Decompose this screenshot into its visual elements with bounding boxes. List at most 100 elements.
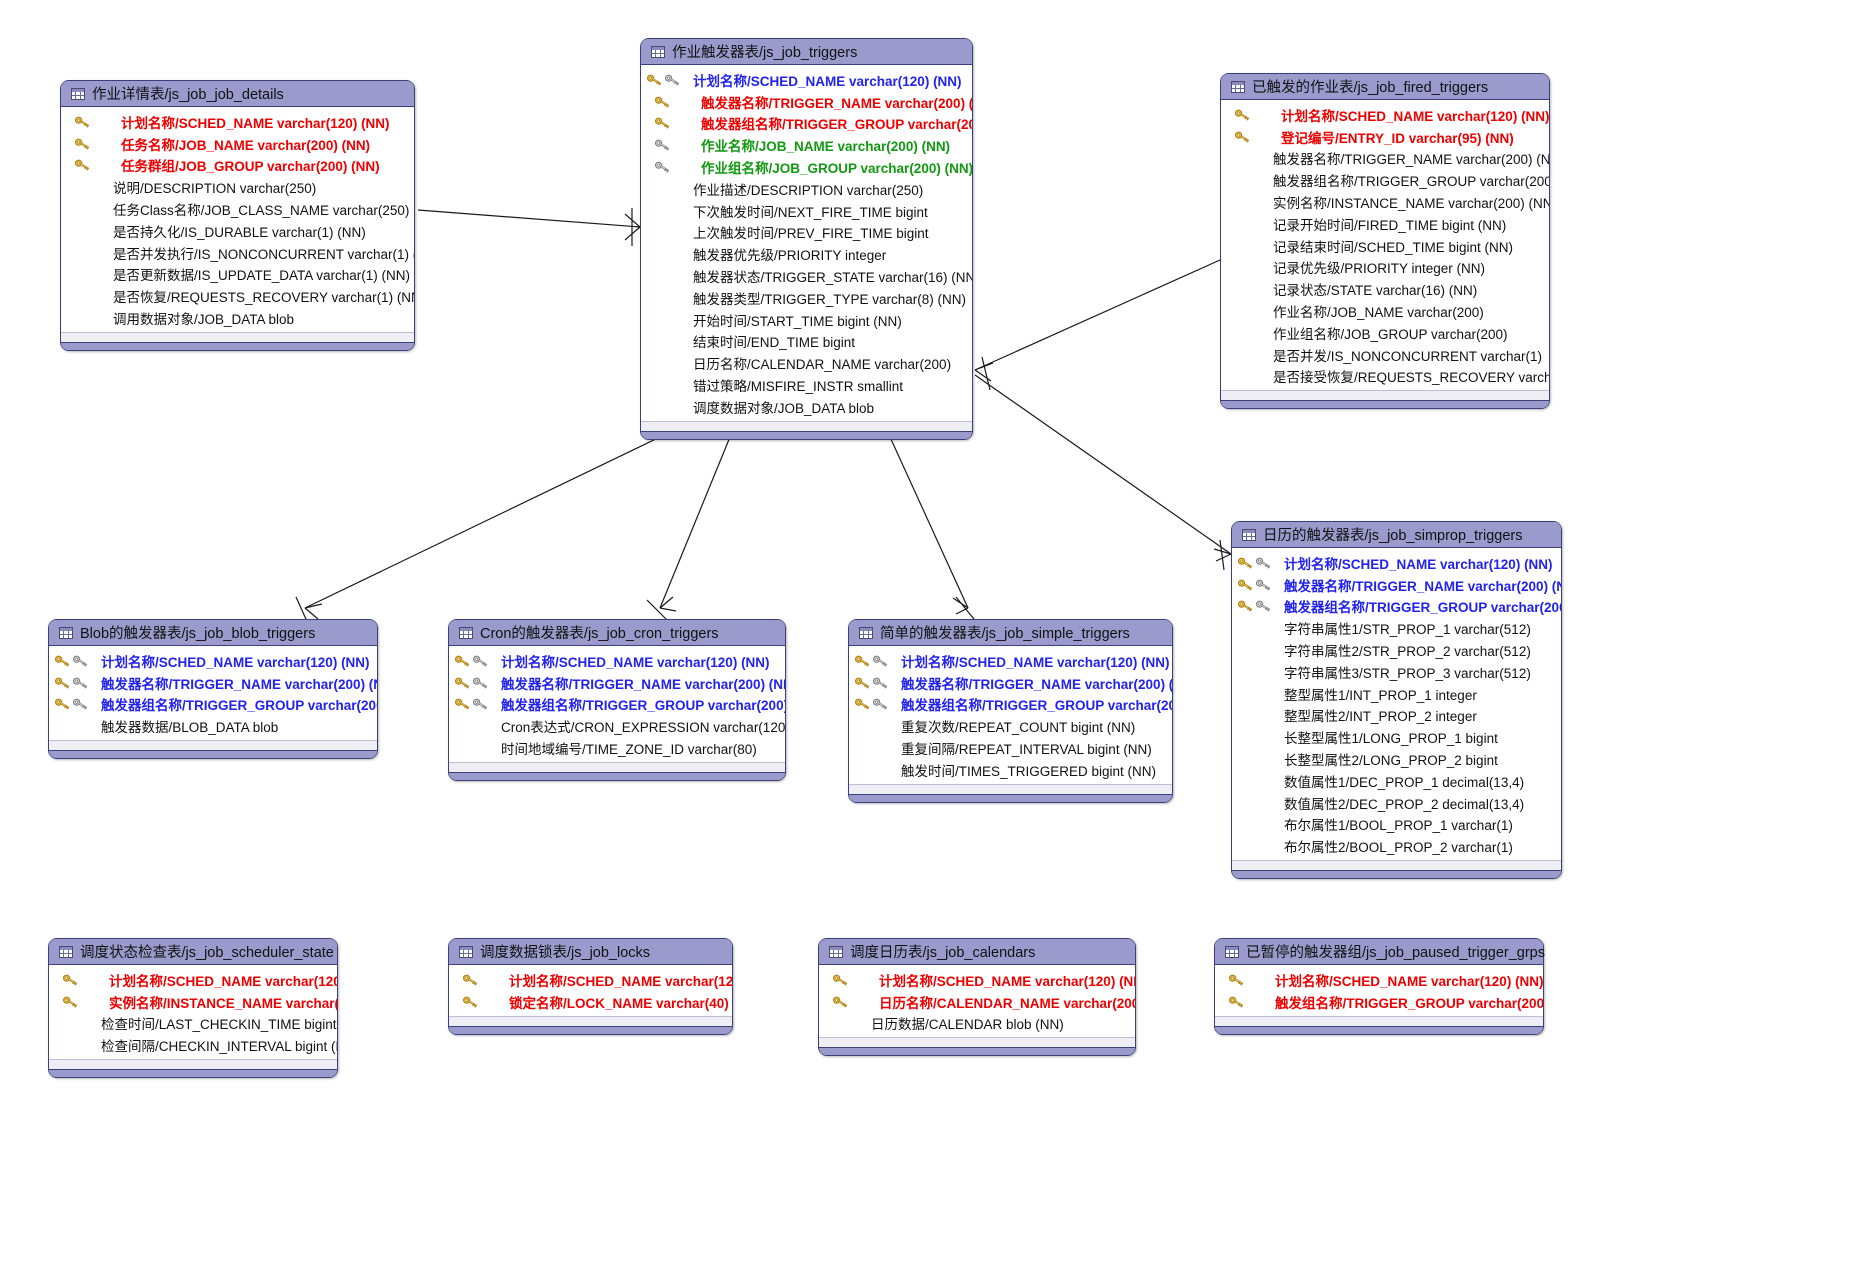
field-row[interactable]: 数值属性1/DEC_PROP_1 decimal(13,4)	[1232, 770, 1561, 792]
field-row[interactable]: 计划名称/SCHED_NAME varchar(120) (NN)	[61, 111, 414, 133]
field-row[interactable]: Cron表达式/CRON_EXPRESSION varchar(120) (NN…	[449, 715, 785, 737]
entity-header-job_triggers[interactable]: 作业触发器表/js_job_triggers	[641, 39, 972, 65]
field-row[interactable]: 计划名称/SCHED_NAME varchar(120) (NN)	[849, 650, 1172, 672]
field-row[interactable]: 计划名称/SCHED_NAME varchar(120) (NN)	[819, 969, 1135, 991]
entity-header-job_calendars[interactable]: 调度日历表/js_job_calendars	[819, 939, 1135, 965]
entity-job_paused_trigger_grps[interactable]: 已暂停的触发器组/js_job_paused_trigger_grps 计划名称…	[1214, 938, 1545, 1035]
field-row[interactable]: 长整型属性1/LONG_PROP_1 bigint	[1232, 726, 1561, 748]
entity-header-job_scheduler_state[interactable]: 调度状态检查表/js_job_scheduler_state	[49, 939, 337, 965]
field-row[interactable]: 是否并发执行/IS_NONCONCURRENT varchar(1) (NN)	[61, 242, 414, 264]
field-row[interactable]: 调度数据对象/JOB_DATA blob	[641, 396, 972, 418]
field-row[interactable]: 作业描述/DESCRIPTION varchar(250)	[641, 178, 972, 200]
field-row[interactable]: 重复次数/REPEAT_COUNT bigint (NN)	[849, 715, 1172, 737]
field-row[interactable]: 作业组名称/JOB_GROUP varchar(200) (NN)	[641, 156, 972, 178]
entity-header-job_paused_trigger_grps[interactable]: 已暂停的触发器组/js_job_paused_trigger_grps	[1215, 939, 1545, 965]
field-row[interactable]: 下次触发时间/NEXT_FIRE_TIME bigint	[641, 200, 972, 222]
field-row[interactable]: 触发器组名称/TRIGGER_GROUP varchar(200) (NN)	[49, 694, 377, 716]
entity-header-job_simprop_triggers[interactable]: 日历的触发器表/js_job_simprop_triggers	[1232, 522, 1561, 548]
field-row[interactable]: 触发组名称/TRIGGER_GROUP varchar(200) (NN)	[1215, 991, 1543, 1013]
entity-job_simprop_triggers[interactable]: 日历的触发器表/js_job_simprop_triggers 计划名称/SCH…	[1231, 521, 1562, 880]
field-row[interactable]: 作业名称/JOB_NAME varchar(200) (NN)	[641, 134, 972, 156]
entity-header-job_fired_triggers[interactable]: 已触发的作业表/js_job_fired_triggers	[1221, 74, 1549, 100]
field-row[interactable]: 触发时间/TIMES_TRIGGERED bigint (NN)	[849, 759, 1172, 781]
field-row[interactable]: 是否恢复/REQUESTS_RECOVERY varchar(1) (NN)	[61, 285, 414, 307]
field-row[interactable]: 任务群组/JOB_GROUP varchar(200) (NN)	[61, 155, 414, 177]
field-row[interactable]: 检查时间/LAST_CHECKIN_TIME bigint (NN)	[49, 1013, 337, 1035]
entity-header-job_job_details[interactable]: 作业详情表/js_job_job_details	[61, 81, 414, 107]
field-row[interactable]: 说明/DESCRIPTION varchar(250)	[61, 176, 414, 198]
field-row[interactable]: 任务名称/JOB_NAME varchar(200) (NN)	[61, 133, 414, 155]
entity-header-job_simple_triggers[interactable]: 简单的触发器表/js_job_simple_triggers	[849, 620, 1172, 646]
field-row[interactable]: 作业名称/JOB_NAME varchar(200)	[1221, 300, 1549, 322]
field-row[interactable]: 结束时间/END_TIME bigint	[641, 331, 972, 353]
field-row[interactable]: 计划名称/SCHED_NAME varchar(120) (NN)	[49, 650, 377, 672]
field-row[interactable]: 日历名称/CALENDAR_NAME varchar(200) (NN)	[819, 991, 1135, 1013]
field-row[interactable]: 触发器组名称/TRIGGER_GROUP varchar(200) (NN)	[449, 694, 785, 716]
field-row[interactable]: 计划名称/SCHED_NAME varchar(120) (NN)	[1221, 104, 1549, 126]
field-row[interactable]: 字符串属性2/STR_PROP_2 varchar(512)	[1232, 639, 1561, 661]
entity-job_blob_triggers[interactable]: Blob的触发器表/js_job_blob_triggers 计划名称/SCHE…	[48, 619, 378, 760]
entity-header-job_blob_triggers[interactable]: Blob的触发器表/js_job_blob_triggers	[49, 620, 377, 646]
entity-job_fired_triggers[interactable]: 已触发的作业表/js_job_fired_triggers 计划名称/SCHED…	[1220, 73, 1550, 410]
field-row[interactable]: 是否持久化/IS_DURABLE varchar(1) (NN)	[61, 220, 414, 242]
field-row[interactable]: 日历数据/CALENDAR blob (NN)	[819, 1013, 1135, 1035]
field-row[interactable]: 触发器组名称/TRIGGER_GROUP varchar(200) (NN)	[849, 694, 1172, 716]
field-row[interactable]: 计划名称/SCHED_NAME varchar(120) (NN)	[1215, 969, 1543, 991]
field-row[interactable]: 整型属性2/INT_PROP_2 integer	[1232, 705, 1561, 727]
field-row[interactable]: 触发器名称/TRIGGER_NAME varchar(200) (NN)	[49, 672, 377, 694]
field-row[interactable]: 作业组名称/JOB_GROUP varchar(200)	[1221, 322, 1549, 344]
field-row[interactable]: 布尔属性2/BOOL_PROP_2 varchar(1)	[1232, 835, 1561, 857]
field-row[interactable]: 开始时间/START_TIME bigint (NN)	[641, 309, 972, 331]
field-row[interactable]: 计划名称/SCHED_NAME varchar(120) (NN)	[49, 969, 337, 991]
field-row[interactable]: 触发器组名称/TRIGGER_GROUP varchar(200) (NN)	[1232, 596, 1561, 618]
field-row[interactable]: 计划名称/SCHED_NAME varchar(120) (NN)	[1232, 552, 1561, 574]
field-row[interactable]: 触发器组名称/TRIGGER_GROUP varchar(200) (NN)	[641, 113, 972, 135]
field-row[interactable]: 记录状态/STATE varchar(16) (NN)	[1221, 278, 1549, 300]
field-row[interactable]: 检查间隔/CHECKIN_INTERVAL bigint (NN)	[49, 1034, 337, 1056]
entity-job_cron_triggers[interactable]: Cron的触发器表/js_job_cron_triggers 计划名称/SCHE…	[448, 619, 786, 781]
field-row[interactable]: 时间地域编号/TIME_ZONE_ID varchar(80)	[449, 737, 785, 759]
field-row[interactable]: 计划名称/SCHED_NAME varchar(120) (NN)	[449, 969, 732, 991]
field-row[interactable]: 错过策略/MISFIRE_INSTR smallint	[641, 374, 972, 396]
field-row[interactable]: 触发器名称/TRIGGER_NAME varchar(200) (NN)	[449, 672, 785, 694]
field-row[interactable]: 锁定名称/LOCK_NAME varchar(40) (NN)	[449, 991, 732, 1013]
field-row[interactable]: 日历名称/CALENDAR_NAME varchar(200)	[641, 352, 972, 374]
entity-header-job_cron_triggers[interactable]: Cron的触发器表/js_job_cron_triggers	[449, 620, 785, 646]
field-row[interactable]: 触发器名称/TRIGGER_NAME varchar(200) (NN)	[849, 672, 1172, 694]
field-row[interactable]: 触发器数据/BLOB_DATA blob	[49, 715, 377, 737]
field-row[interactable]: 是否更新数据/IS_UPDATE_DATA varchar(1) (NN)	[61, 264, 414, 286]
field-row[interactable]: 计划名称/SCHED_NAME varchar(120) (NN)	[449, 650, 785, 672]
field-row[interactable]: 触发器名称/TRIGGER_NAME varchar(200) (NN)	[641, 91, 972, 113]
field-row[interactable]: 重复间隔/REPEAT_INTERVAL bigint (NN)	[849, 737, 1172, 759]
field-row[interactable]: 登记编号/ENTRY_ID varchar(95) (NN)	[1221, 126, 1549, 148]
field-row[interactable]: 长整型属性2/LONG_PROP_2 bigint	[1232, 748, 1561, 770]
field-row[interactable]: 触发器名称/TRIGGER_NAME varchar(200) (NN)	[1221, 148, 1549, 170]
field-row[interactable]: 触发器类型/TRIGGER_TYPE varchar(8) (NN)	[641, 287, 972, 309]
field-row[interactable]: 调用数据对象/JOB_DATA blob	[61, 307, 414, 329]
field-row[interactable]: 实例名称/INSTANCE_NAME varchar(200) (NN)	[49, 991, 337, 1013]
field-row[interactable]: 计划名称/SCHED_NAME varchar(120) (NN)	[641, 69, 972, 91]
entity-job_triggers[interactable]: 作业触发器表/js_job_triggers 计划名称/SCHED_NAME v…	[640, 38, 973, 440]
entity-job_job_details[interactable]: 作业详情表/js_job_job_details 计划名称/SCHED_NAME…	[60, 80, 415, 351]
field-row[interactable]: 是否接受恢复/REQUESTS_RECOVERY varchar(1)	[1221, 366, 1549, 388]
field-row[interactable]: 实例名称/INSTANCE_NAME varchar(200) (NN)	[1221, 191, 1549, 213]
entity-job_scheduler_state[interactable]: 调度状态检查表/js_job_scheduler_state 计划名称/SCHE…	[48, 938, 338, 1079]
field-row[interactable]: 触发器名称/TRIGGER_NAME varchar(200) (NN)	[1232, 574, 1561, 596]
field-row[interactable]: 记录结束时间/SCHED_TIME bigint (NN)	[1221, 235, 1549, 257]
field-row[interactable]: 记录优先级/PRIORITY integer (NN)	[1221, 257, 1549, 279]
field-row[interactable]: 触发器状态/TRIGGER_STATE varchar(16) (NN)	[641, 265, 972, 287]
field-row[interactable]: 是否并发/IS_NONCONCURRENT varchar(1)	[1221, 344, 1549, 366]
field-row[interactable]: 字符串属性1/STR_PROP_1 varchar(512)	[1232, 617, 1561, 639]
field-row[interactable]: 布尔属性1/BOOL_PROP_1 varchar(1)	[1232, 814, 1561, 836]
entity-job_simple_triggers[interactable]: 简单的触发器表/js_job_simple_triggers 计划名称/SCHE…	[848, 619, 1173, 803]
field-row[interactable]: 数值属性2/DEC_PROP_2 decimal(13,4)	[1232, 792, 1561, 814]
field-row[interactable]: 记录开始时间/FIRED_TIME bigint (NN)	[1221, 213, 1549, 235]
entity-job_calendars[interactable]: 调度日历表/js_job_calendars 计划名称/SCHED_NAME v…	[818, 938, 1136, 1057]
field-row[interactable]: 整型属性1/INT_PROP_1 integer	[1232, 683, 1561, 705]
field-row[interactable]: 字符串属性3/STR_PROP_3 varchar(512)	[1232, 661, 1561, 683]
entity-job_locks[interactable]: 调度数据锁表/js_job_locks 计划名称/SCHED_NAME varc…	[448, 938, 733, 1035]
field-row[interactable]: 任务Class名称/JOB_CLASS_NAME varchar(250) (N…	[61, 198, 414, 220]
entity-header-job_locks[interactable]: 调度数据锁表/js_job_locks	[449, 939, 732, 965]
field-row[interactable]: 触发器优先级/PRIORITY integer	[641, 243, 972, 265]
field-row[interactable]: 上次触发时间/PREV_FIRE_TIME bigint	[641, 222, 972, 244]
